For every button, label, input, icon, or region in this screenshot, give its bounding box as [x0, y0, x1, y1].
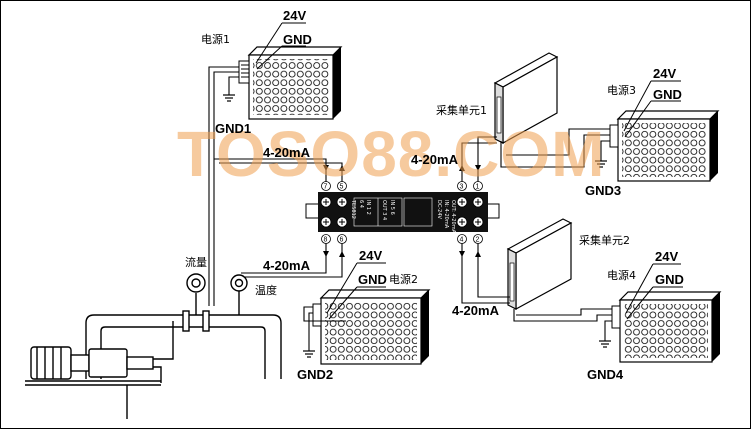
ps1-gnd: GND: [283, 32, 312, 47]
wiring: [208, 66, 612, 351]
ground-3: GND3: [585, 183, 621, 198]
terminal-8: 8: [324, 237, 328, 244]
ps4-24v: 24V: [655, 249, 678, 264]
module-code-right: DC-24V: [436, 200, 442, 220]
module-row-4: IN 5 6: [389, 200, 395, 215]
module-row-3: OUT 3 4: [381, 200, 387, 220]
flow-sensor-label: 流量: [185, 255, 207, 269]
ps3-name: 电源3: [607, 83, 636, 97]
terminal-2: 2: [476, 237, 480, 244]
ground-1: GND1: [215, 121, 251, 136]
watermark: TOSO88.COM: [177, 118, 605, 190]
ps4-gnd: GND: [655, 272, 684, 287]
temp-sensor-label: 温度: [255, 283, 277, 297]
terminal-7: 7: [324, 184, 328, 191]
power-supply-4: [611, 291, 722, 363]
process-equipment: [25, 273, 282, 419]
terminal-6: 6: [340, 237, 344, 244]
label-leaders: [255, 22, 683, 320]
terminal-circles: [321, 181, 483, 244]
signal-label-4: 4-20mA: [452, 303, 500, 318]
ps3-24v: 24V: [653, 66, 676, 81]
power-supply-3: [609, 110, 720, 182]
ps2-24v: 24V: [359, 248, 382, 263]
terminal-arrows: [323, 165, 481, 257]
ps1-name: 电源1: [201, 32, 230, 46]
module-row-2: IN 1 2: [365, 200, 371, 215]
power-supply-1: [238, 46, 343, 120]
signal-label-2: 4-20mA: [411, 152, 459, 167]
isolator-module: [305, 192, 500, 232]
acquisition-unit-2: [506, 218, 573, 311]
acq-unit-2-label: 采集单元2: [579, 233, 630, 247]
ground-4: GND4: [587, 367, 624, 382]
module-code-left: TE5812: [350, 199, 356, 219]
ps4-name: 电源4: [607, 268, 636, 282]
ground-symbols: [223, 94, 611, 358]
module-spec-in: IN: 4-20mA: [443, 200, 449, 229]
module-spec-out: OUT: 4-20mA: [450, 200, 456, 234]
terminal-4: 4: [460, 237, 464, 244]
signal-label-3: 4-20mA: [263, 258, 311, 273]
ps2-name: 电源2: [389, 272, 418, 286]
signal-label-1: 4-20mA: [263, 145, 311, 160]
terminal-1: 1: [476, 184, 480, 191]
module-row-1: 6 4: [358, 200, 364, 208]
ps1-24v: 24V: [283, 8, 306, 23]
ground-2: GND2: [297, 367, 333, 382]
acquisition-unit-1: [493, 52, 559, 145]
ps2-gnd: GND: [358, 272, 387, 287]
terminal-5: 5: [340, 184, 344, 191]
terminal-3: 3: [460, 184, 464, 191]
ps3-gnd: GND: [653, 87, 682, 102]
acq-unit-1-label: 采集单元1: [436, 103, 487, 117]
